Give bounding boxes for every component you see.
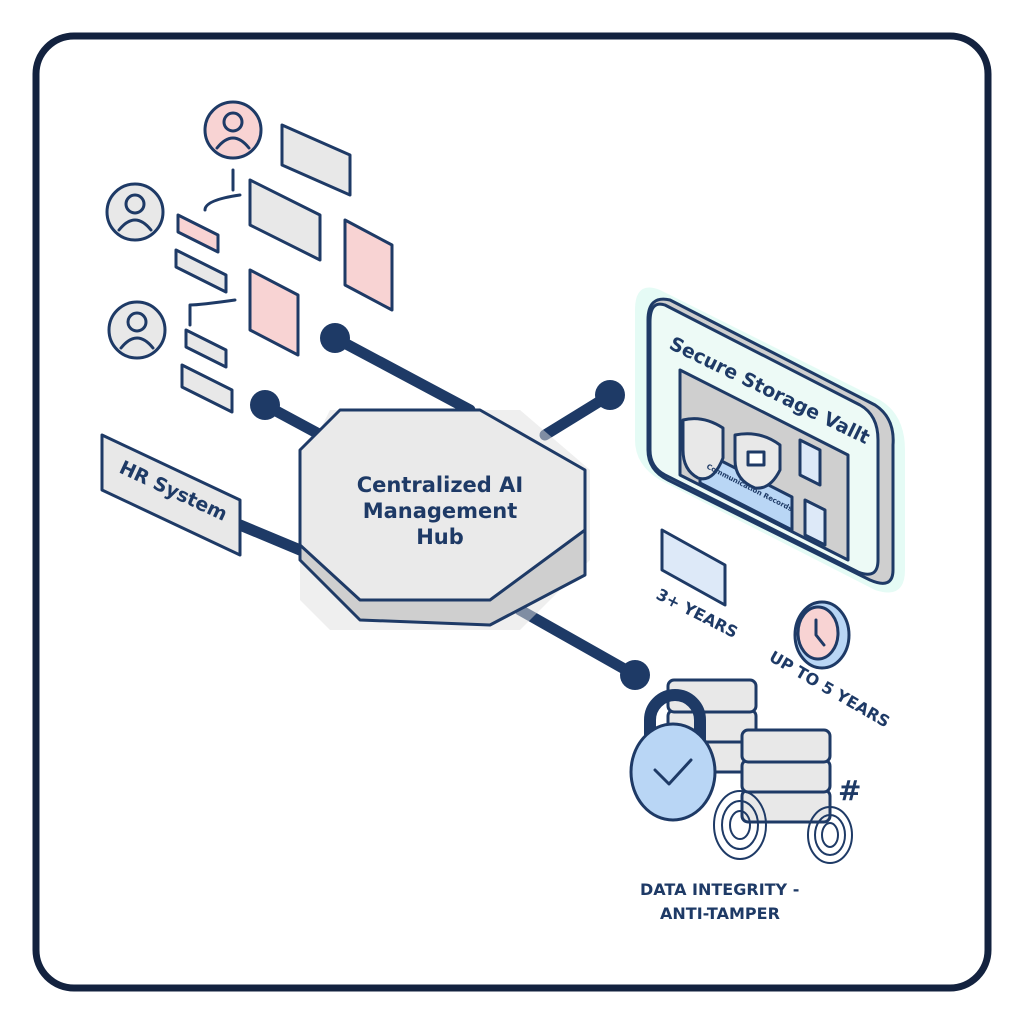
- tag-icon: [180, 363, 234, 414]
- tag-icon: [176, 213, 220, 254]
- calendar-icon: [660, 528, 727, 607]
- hub-top: [298, 408, 587, 602]
- document-icon: [798, 438, 822, 487]
- data-integrity-group: # DATA INTEGRITY - ANTI-TAMPER: [629, 678, 861, 923]
- document-icon: [343, 218, 394, 312]
- id-card-icon: [248, 178, 322, 262]
- fingerprint-icon: [713, 790, 853, 864]
- integrity-label-2: ANTI-TAMPER: [660, 904, 780, 923]
- connector-node: [250, 390, 280, 420]
- id-card-icon: [280, 123, 352, 197]
- shield-icon: [681, 417, 725, 481]
- people-records-cluster: [105, 100, 394, 414]
- hash-symbol: #: [838, 774, 861, 807]
- connector-integrity: [514, 604, 641, 681]
- hub-title-3: Hub: [416, 525, 464, 549]
- connector-people: [329, 332, 476, 416]
- tag-icon: [184, 328, 228, 369]
- connector-node: [620, 660, 650, 690]
- document-icon: [803, 498, 827, 547]
- hub-title-2: Management: [363, 499, 518, 523]
- padlock-check-icon: [629, 722, 717, 822]
- hub[interactable]: Centralized AI Management Hub: [298, 408, 590, 630]
- connector-node: [320, 323, 350, 353]
- integrity-label-1: DATA INTEGRITY -: [640, 880, 799, 899]
- document-icon: [248, 268, 300, 357]
- hub-title-1: Centralized AI: [357, 473, 523, 497]
- secure-storage-vault[interactable]: Secure Storage Vallt Communication Recor…: [635, 287, 905, 593]
- tag-icon: [174, 248, 228, 294]
- clock-icon: [796, 605, 840, 661]
- connector-hr: [234, 519, 306, 556]
- connector-node: [595, 380, 625, 410]
